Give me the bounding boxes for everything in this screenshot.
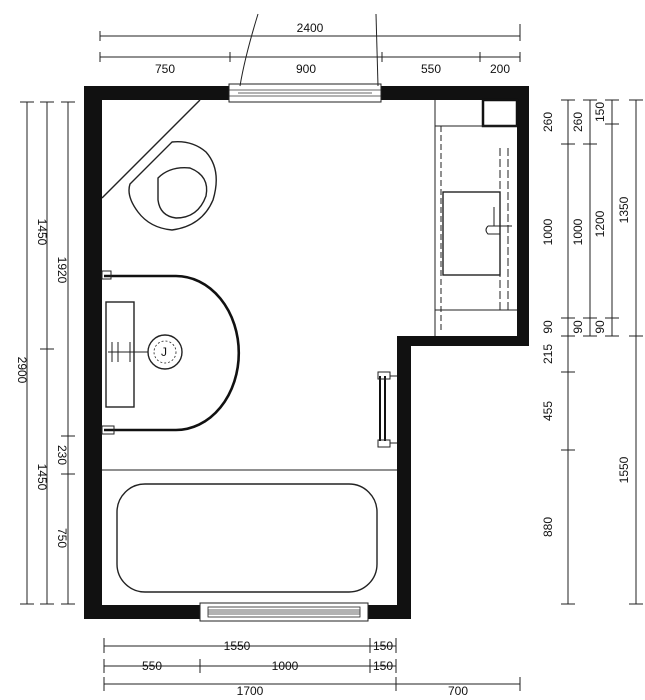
wc-bowl-inner (157, 167, 208, 219)
dim-right-inner-6: 880 (541, 517, 555, 537)
dim-right-inner-2: 1000 (541, 218, 555, 245)
bath-tub (116, 483, 378, 593)
round-basin-enclosure (104, 274, 241, 432)
dim-bottom-r1-2: 150 (373, 639, 393, 653)
dimension-labels: 2400 750 900 550 200 2900 1450 1450 1920… (15, 21, 631, 698)
vanity-unit (434, 100, 517, 336)
dim-right-middle-2: 1000 (571, 218, 585, 245)
dim-left-inner-2: 230 (55, 445, 69, 465)
dim-right-inner-4: 215 (541, 344, 555, 364)
wc-cistern (101, 99, 201, 199)
fixtures: J (101, 99, 517, 593)
dim-right-outer-2: 1550 (617, 456, 631, 483)
dim-right-small-3: 90 (593, 320, 607, 334)
dim-left-outer: 2900 (15, 357, 29, 384)
dim-top-seg-4: 200 (490, 62, 510, 76)
dim-bottom-r1-1: 1550 (224, 639, 251, 653)
dim-left-inner-3: 750 (55, 528, 69, 548)
dim-right-small-1: 150 (593, 102, 607, 122)
dim-right-middle-3: 90 (571, 320, 585, 334)
door-swing-right (375, 13, 379, 87)
outer-wall (84, 86, 529, 619)
wall-basin (105, 301, 135, 408)
wc-bowl-outer (128, 141, 217, 231)
svg-text:J: J (161, 345, 167, 359)
dim-right-inner-3: 90 (541, 320, 555, 334)
dim-top-overall: 2400 (297, 21, 324, 35)
dim-bottom-r3-1: 1700 (237, 684, 264, 698)
dim-right-inner-1: 260 (541, 112, 555, 132)
dim-top-seg-1: 750 (155, 62, 175, 76)
door-swing-left (239, 13, 259, 87)
dim-bottom-r2-2: 1000 (272, 659, 299, 673)
dim-top-seg-3: 550 (421, 62, 441, 76)
towel-rail (377, 371, 397, 448)
corner-box (481, 98, 519, 128)
dim-top-seg-2: 900 (296, 62, 316, 76)
dim-left-inner-1: 1920 (55, 257, 69, 284)
dim-right-middle-1: 260 (571, 112, 585, 132)
dim-right-outer-1: 1350 (617, 196, 631, 223)
dim-bottom-r2-3: 150 (373, 659, 393, 673)
dim-left-middle-2: 1450 (35, 464, 49, 491)
dim-bottom-r3-2: 700 (448, 684, 468, 698)
dim-right-small-2: 1200 (593, 210, 607, 237)
dim-bottom-r2-1: 550 (142, 659, 162, 673)
dim-left-middle-1: 1450 (35, 219, 49, 246)
dimension-lines (20, 24, 643, 691)
dim-right-inner-5: 455 (541, 401, 555, 421)
walls (84, 13, 529, 622)
